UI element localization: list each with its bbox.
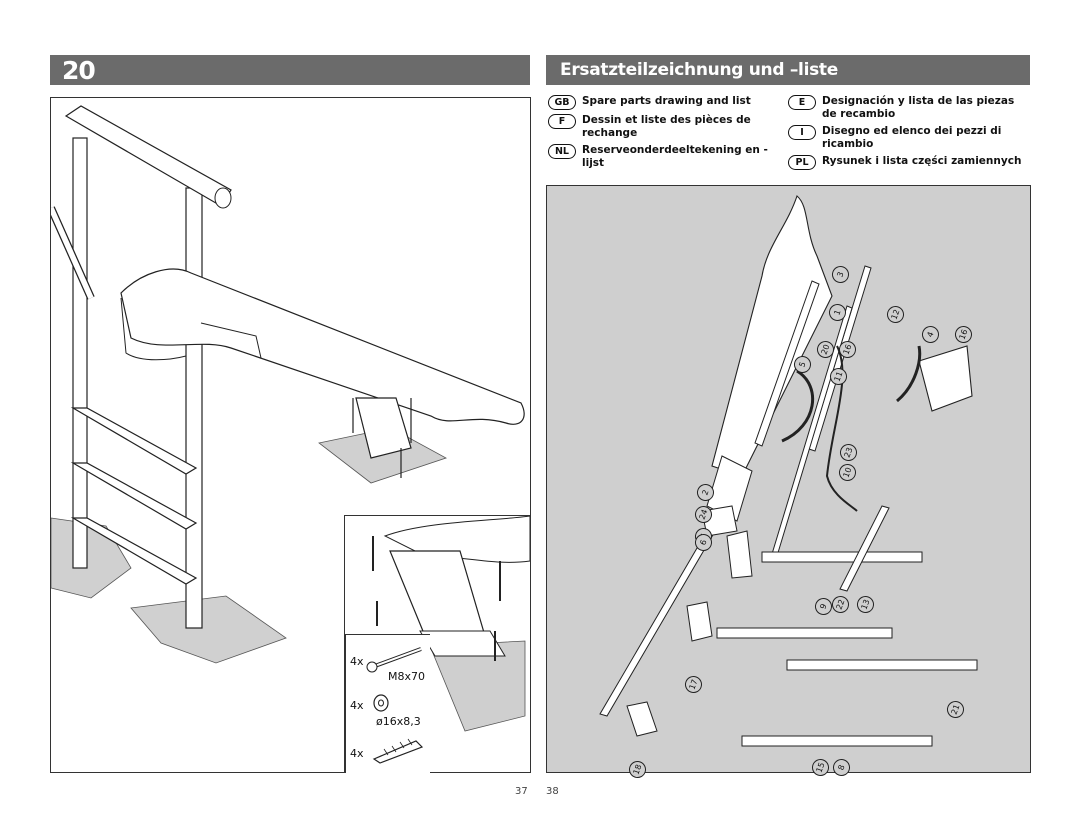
lang-badge: E xyxy=(788,95,816,110)
spare-parts-drawing-panel: 3112201611541623102247622139172118158 xyxy=(546,185,1031,781)
page-number-left: 37 xyxy=(515,786,528,797)
step-number: 20 xyxy=(62,55,96,85)
hardware-qty: 4x xyxy=(350,699,364,712)
washer-size-label: ø16x8,3 xyxy=(376,715,421,728)
slide-assembly-drawing xyxy=(47,105,525,664)
lang-text: Rysunek i lista części zamiennych xyxy=(822,155,1022,167)
hardware-qty: 4x xyxy=(350,655,364,668)
lang-row-gb: GB Spare parts drawing and list xyxy=(548,95,788,110)
lang-badge: F xyxy=(548,114,576,129)
exploded-parts-diagram xyxy=(599,195,978,747)
lang-row-e: E Designación y lista de las piezas de re… xyxy=(788,95,1033,121)
lang-row-i: I Disegno ed elenco dei pezzi di ricambio xyxy=(788,125,1033,151)
lang-text: Designación y lista de las piezas de rec… xyxy=(822,95,1015,120)
lang-badge: NL xyxy=(548,144,576,159)
lang-row-pl: PL Rysunek i lista części zamiennych xyxy=(788,155,1033,170)
section-header: Ersatzteilzeichnung und –liste xyxy=(546,55,1030,85)
lang-row-f: F Dessin et liste des pièces de rechange xyxy=(548,114,788,140)
bolt-icon xyxy=(366,647,422,673)
lang-badge: I xyxy=(788,125,816,140)
lang-text: Disegno ed elenco dei pezzi di ricambio xyxy=(822,125,1002,150)
bolt-size-label: M8x70 xyxy=(388,670,425,683)
lang-row-nl: NL Reserveonderdeeltekening en -lijst xyxy=(548,144,788,170)
lang-text: Spare parts drawing and list xyxy=(582,95,751,107)
lang-text: Dessin et liste des pièces de rechange xyxy=(582,114,751,139)
lang-badge: PL xyxy=(788,155,816,170)
language-list-right: E Designación y lista de las piezas de re… xyxy=(788,95,1033,174)
assembly-illustration-panel xyxy=(47,97,531,773)
hardware-qty: 4x xyxy=(350,747,364,760)
step-header: 20 xyxy=(50,55,530,85)
page-number-right: 38 xyxy=(546,786,559,797)
hardware-list: 4x M8x70 4x ø16x8,3 4x xyxy=(345,634,430,773)
lang-badge: GB xyxy=(548,95,576,110)
lang-text: Reserveonderdeeltekening en -lijst xyxy=(582,144,768,169)
washer-icon xyxy=(373,694,389,712)
language-list-left: GB Spare parts drawing and list F Dessin e… xyxy=(548,95,788,174)
support-detail-drawing xyxy=(372,515,531,732)
anchor-plug-icon xyxy=(372,738,424,764)
section-title: Ersatzteilzeichnung und –liste xyxy=(560,60,838,80)
